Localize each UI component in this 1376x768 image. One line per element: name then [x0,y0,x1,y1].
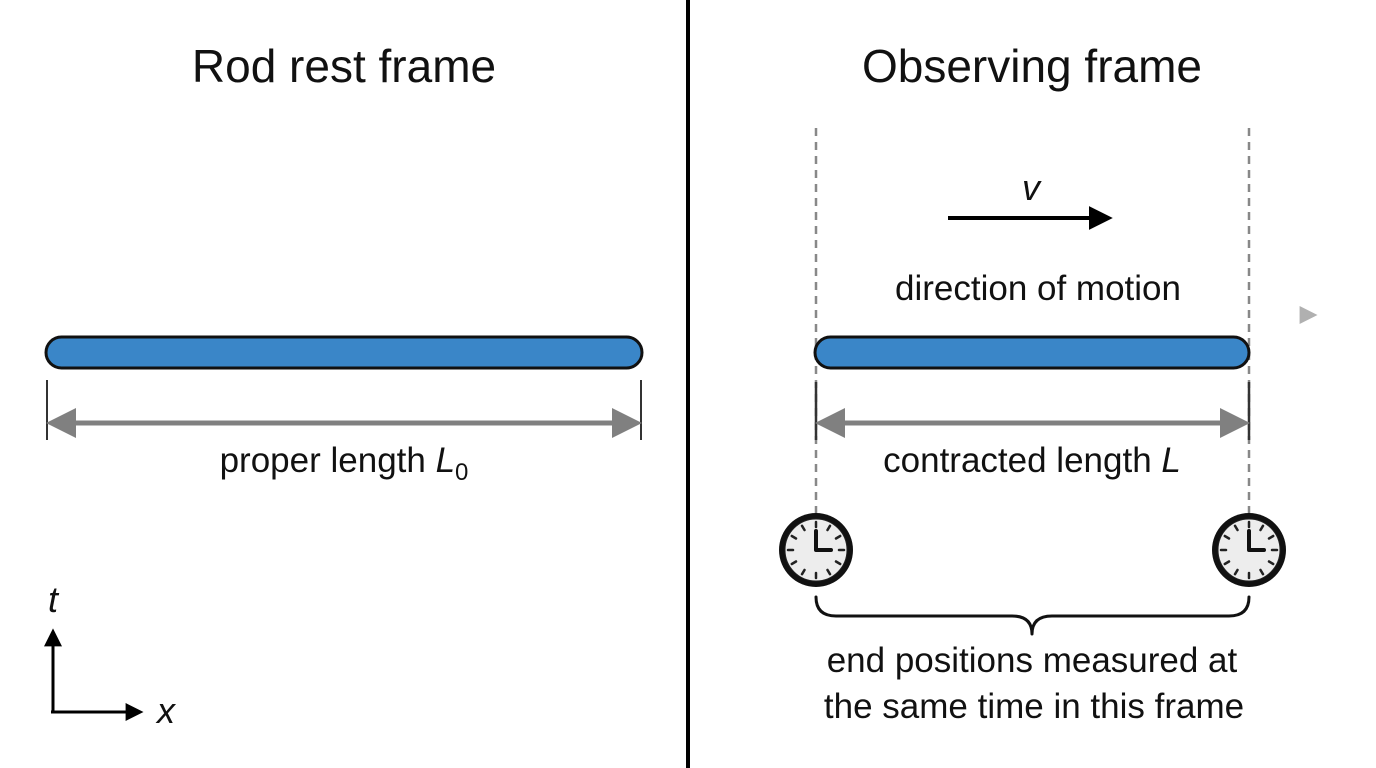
velocity-label: v [1022,167,1042,208]
left-clock-icon [779,513,853,587]
t-axis-label: t [48,579,60,620]
proper-length-symbol: L [436,441,455,480]
direction-of-motion-label: direction of motion [895,269,1181,308]
x-axis-label: x [155,690,177,731]
simultaneity-brace [814,595,1251,636]
rest-frame-panel: Rod rest frame proper length L0 t x [44,40,644,731]
proper-length-label: proper length L0 [220,441,469,486]
spacetime-axes: t x [44,579,177,731]
rest-frame-rod [44,335,644,370]
contracted-length-label: contracted length L [883,441,1181,480]
proper-length-subscript: 0 [455,459,468,486]
contracted-rod [813,335,1251,370]
measurement-note-line-1: end positions measured at [827,641,1238,680]
rest-frame-title: Rod rest frame [192,40,496,92]
right-clock-icon [1212,513,1286,587]
measurement-note-line-2: the same time in this frame [824,687,1244,726]
contracted-length-symbol: L [1161,441,1180,480]
observing-frame-panel: Observing frame v direction of motion co… [762,40,1318,726]
observing-frame-title: Observing frame [862,40,1202,92]
